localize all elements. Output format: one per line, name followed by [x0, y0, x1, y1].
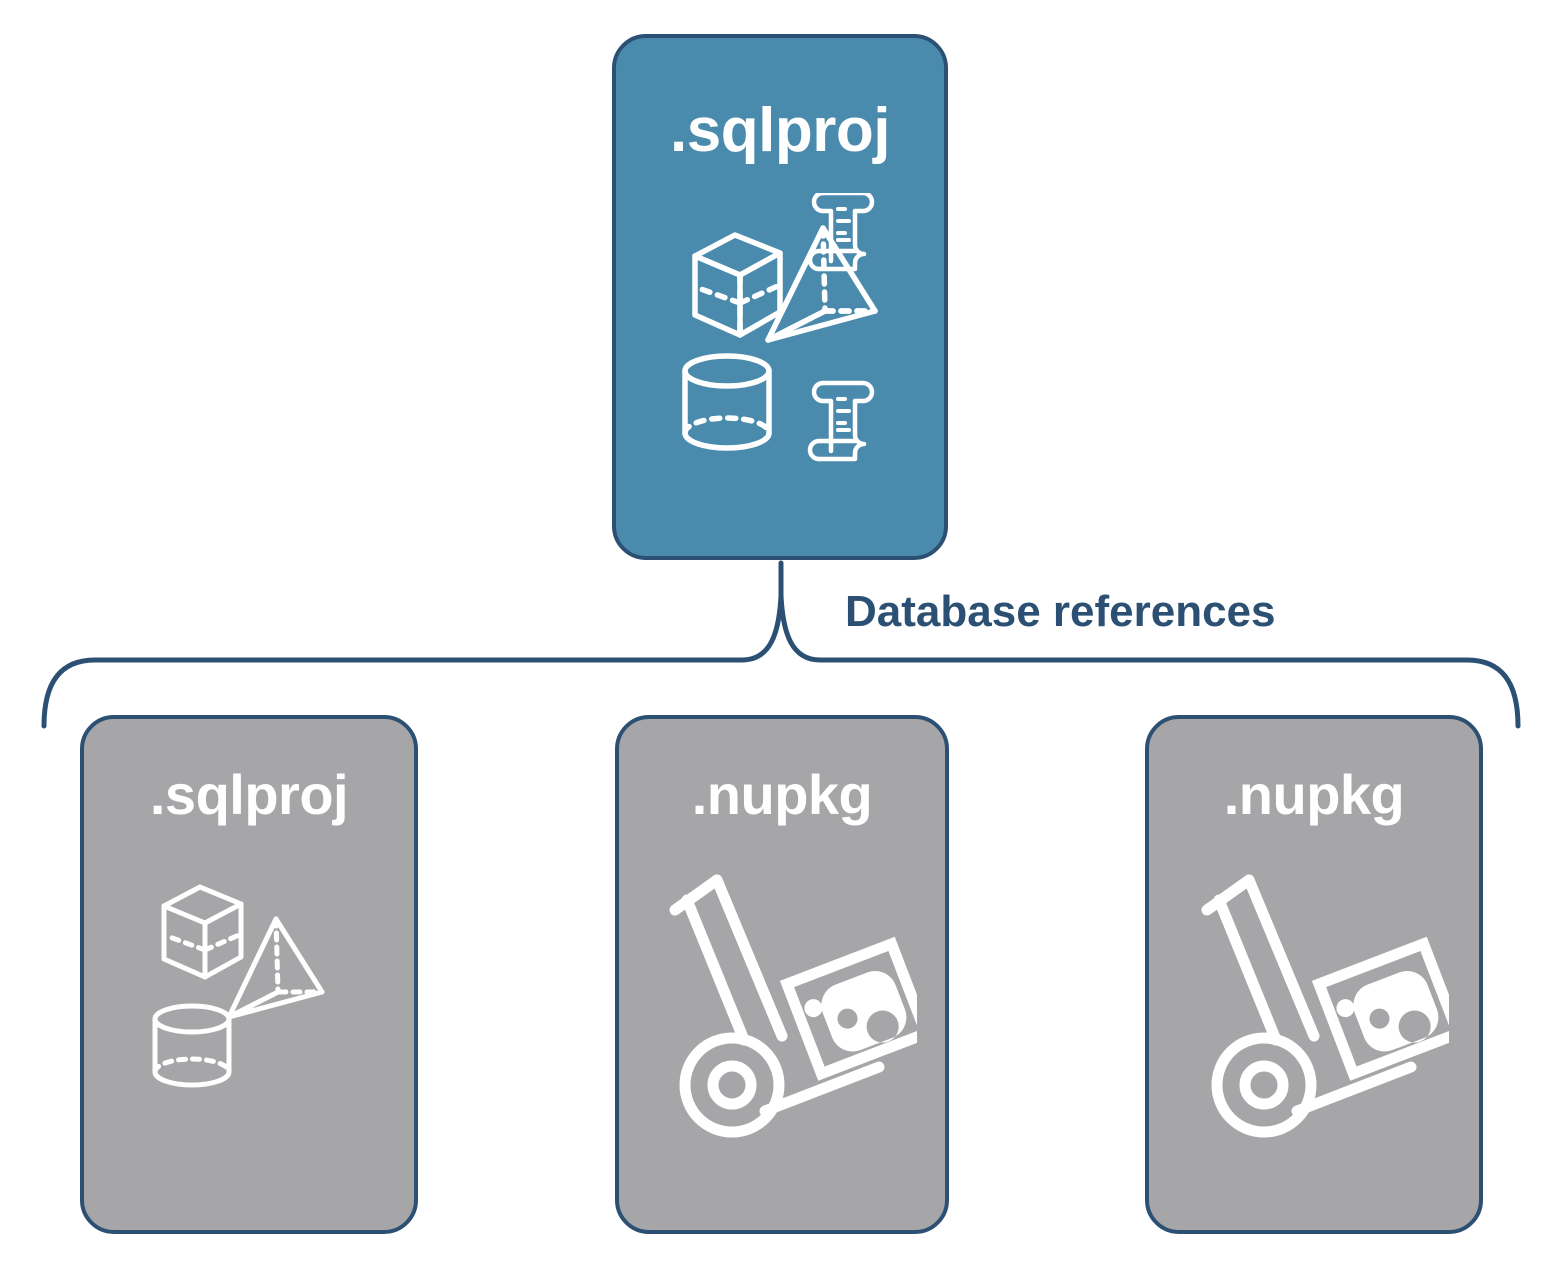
- node-child-sqlproj-title: .sqlproj: [149, 763, 349, 826]
- node-child-nupkg-1-title: .nupkg: [691, 763, 873, 826]
- node-root-title: .sqlproj: [670, 96, 890, 165]
- cylinder-icon: [152, 1003, 232, 1088]
- scroll-icon: [807, 193, 875, 272]
- hand-truck-icon: [669, 874, 917, 1138]
- node-child-sqlproj[interactable]: .sqlproj: [80, 715, 418, 1234]
- nuget-package-icon: [779, 936, 917, 1081]
- node-child-nupkg-2[interactable]: .nupkg: [1145, 715, 1483, 1234]
- node-child-sqlproj-icon-group: [84, 849, 414, 1109]
- cube-icon: [692, 232, 783, 338]
- scroll-icon: [807, 380, 875, 462]
- nuget-package-icon: [1311, 936, 1449, 1081]
- connector-label-database-references: Database references: [845, 587, 1276, 636]
- database-references-brace: [41, 560, 1521, 729]
- pyramid-icon: [765, 225, 878, 343]
- db-objects-icon: [682, 193, 878, 462]
- cube-icon: [161, 884, 244, 980]
- node-root-icon-group: [616, 188, 944, 468]
- node-child-nupkg-1-icon-group: [619, 859, 945, 1149]
- hand-truck-icon: [1201, 874, 1449, 1138]
- node-root-sqlproj[interactable]: .sqlproj: [612, 34, 948, 560]
- wheel-icon: [679, 1032, 785, 1138]
- wheel-icon: [1211, 1032, 1317, 1138]
- node-child-nupkg-2-title: .nupkg: [1223, 763, 1405, 826]
- node-child-nupkg-2-icon-group: [1149, 859, 1479, 1149]
- cylinder-icon: [682, 353, 772, 451]
- pyramid-icon: [226, 916, 325, 1020]
- db-objects-icon: [152, 884, 325, 1088]
- node-child-nupkg-1[interactable]: .nupkg: [615, 715, 949, 1234]
